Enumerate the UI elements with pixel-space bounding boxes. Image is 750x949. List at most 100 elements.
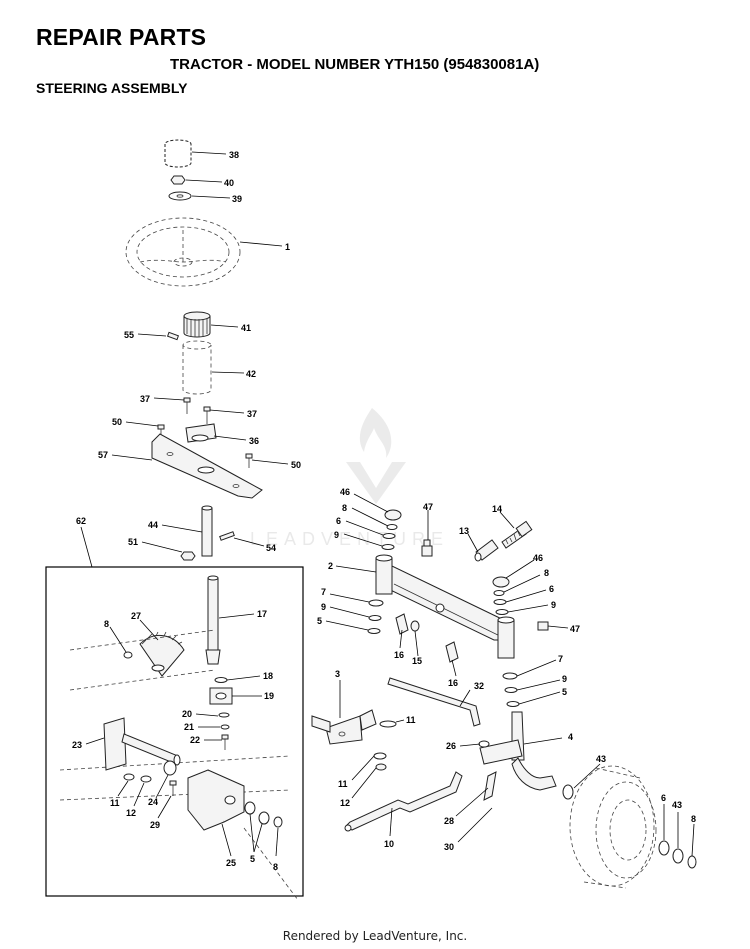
callout-37b: 37: [247, 409, 257, 419]
sector-gear: [139, 631, 185, 677]
callout-16a: 16: [394, 650, 404, 660]
callout-47a: 47: [423, 502, 433, 512]
callout-30: 30: [444, 842, 454, 852]
callout-7b: 7: [558, 654, 563, 664]
callout-5b: 5: [317, 616, 322, 626]
callout-6c: 6: [661, 793, 666, 803]
watermark-text: LEADVENTURE: [250, 529, 449, 549]
callout-37a: 37: [140, 394, 150, 404]
callout-9b: 9: [321, 602, 326, 612]
callout-43a: 43: [596, 754, 606, 764]
callout-9d: 9: [562, 674, 567, 684]
callout-46a: 46: [340, 487, 350, 497]
callout-13: 13: [459, 526, 469, 536]
callout-36: 36: [249, 436, 259, 446]
callout-1: 1: [285, 242, 290, 252]
pivot-bolt: [501, 520, 533, 549]
callout-21: 21: [184, 722, 194, 732]
callout-44: 44: [148, 520, 158, 530]
callout-8c: 8: [342, 503, 347, 513]
bearing-block: [209, 687, 233, 705]
callout-6b: 6: [549, 584, 554, 594]
callout-51: 51: [128, 537, 138, 547]
screw-50: [157, 424, 165, 430]
right-spindle: [479, 711, 557, 791]
hex-nut: [170, 175, 186, 185]
washer-39: [168, 191, 192, 201]
steering-wheel: [125, 217, 241, 287]
callout-5c: 5: [562, 687, 567, 697]
callout-46b: 46: [533, 553, 543, 563]
steering-shaft-lower: [205, 575, 221, 665]
callout-42: 42: [246, 369, 256, 379]
spring-pin: [166, 331, 180, 341]
callout-55: 55: [124, 330, 134, 340]
callout-19: 19: [264, 691, 274, 701]
callout-26: 26: [446, 741, 456, 751]
page-title: REPAIR PARTS: [36, 24, 207, 50]
right-spindle-boss: [497, 616, 515, 659]
callout-8a: 8: [104, 619, 109, 629]
callout-18: 18: [263, 671, 273, 681]
callout-11b: 11: [406, 715, 416, 725]
steering-shaft-upper: [201, 505, 213, 557]
callout-28: 28: [444, 816, 454, 826]
callout-10: 10: [384, 839, 394, 849]
callout-57: 57: [98, 450, 108, 460]
callout-9a: 9: [334, 530, 339, 540]
callout-17: 17: [257, 609, 267, 619]
callout-29: 29: [150, 820, 160, 830]
callout-4: 4: [568, 732, 573, 742]
callout-54: 54: [266, 543, 276, 553]
callout-25: 25: [226, 858, 236, 868]
callout-22: 22: [190, 735, 200, 745]
section-title: STEERING ASSEMBLY: [36, 80, 188, 96]
callout-39: 39: [232, 194, 242, 204]
callout-11a: 11: [110, 798, 120, 808]
grease-fitting: [421, 539, 433, 557]
support-bracket: [185, 423, 217, 443]
callout-15: 15: [412, 656, 422, 666]
callout-12a: 12: [126, 808, 136, 818]
left-spindle-boss: [375, 554, 393, 595]
front-axle: [377, 565, 509, 641]
callout-20: 20: [182, 709, 192, 719]
bolts-37: [183, 397, 211, 424]
callout-50b: 50: [291, 460, 301, 470]
leadventure-watermark: LEADVENTURE: [250, 408, 449, 549]
steering-cap: [164, 139, 192, 168]
callout-50a: 50: [112, 417, 122, 427]
callout-32: 32: [474, 681, 484, 691]
steering-bracket: [187, 769, 245, 831]
callout-62: 62: [76, 516, 86, 526]
flame-icon: [359, 408, 392, 458]
callout-5a: 5: [250, 854, 255, 864]
steering-adapter: [183, 311, 211, 338]
callout-7a: 7: [321, 587, 326, 597]
callout-43b: 43: [672, 800, 682, 810]
callout-41: 41: [241, 323, 251, 333]
footer-credit: Rendered by LeadVenture, Inc.: [282, 929, 468, 943]
pivot-shaft: [103, 717, 181, 771]
steering-bellows: [182, 340, 212, 395]
callout-6a: 6: [336, 516, 341, 526]
callout-23: 23: [72, 740, 82, 750]
drag-link: [387, 677, 481, 727]
callout-16b: 16: [448, 678, 458, 688]
chevron-logo-icon: [346, 462, 406, 504]
front-wheel: [569, 765, 657, 889]
steering-gear-inset-box: [45, 566, 304, 897]
callout-24: 24: [148, 797, 158, 807]
callout-12b: 12: [340, 798, 350, 808]
callout-8e: 8: [691, 814, 696, 824]
callout-38: 38: [229, 150, 239, 160]
callout-14: 14: [492, 504, 502, 514]
model-subtitle: TRACTOR - MODEL NUMBER YTH150 (954830081…: [170, 56, 540, 73]
callout-47b: 47: [570, 624, 580, 634]
callout-11c: 11: [338, 779, 348, 789]
left-spindle: [311, 709, 377, 745]
callout-2: 2: [328, 561, 333, 571]
callout-40: 40: [224, 178, 234, 188]
callout-labels: 38 40 39 1 41 55 42 37 37 50 36 57 50 44…: [72, 150, 696, 872]
